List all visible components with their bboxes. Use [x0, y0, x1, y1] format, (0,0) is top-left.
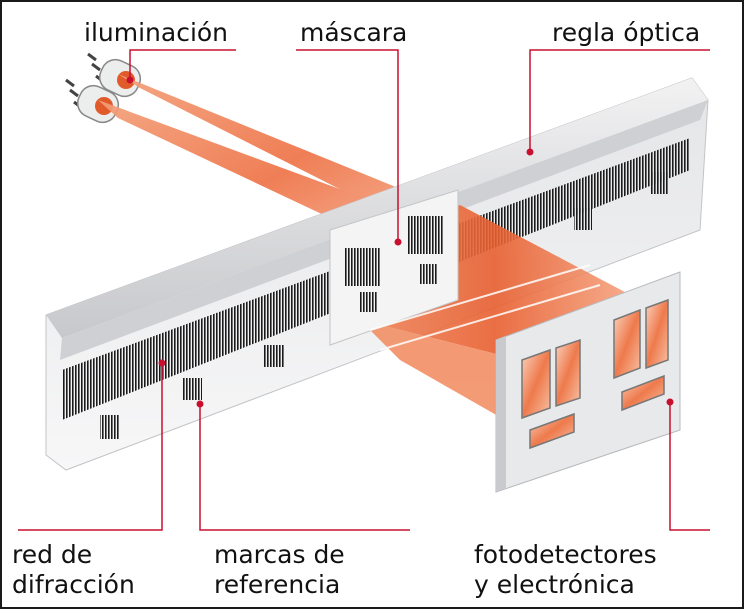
mask-reference-window [360, 292, 378, 312]
photodetector [645, 298, 669, 370]
label-detectors-line2: y electrónica [474, 570, 635, 599]
label-mask: máscara [300, 18, 408, 47]
mask-reference-window [420, 264, 438, 284]
leader-reference [199, 404, 410, 531]
label-detectors-line1: fotodetectores [474, 540, 657, 569]
photodetector [621, 374, 665, 412]
leader-mask [296, 49, 399, 242]
leader-dots [126, 76, 674, 408]
label-illumination: iluminación [84, 18, 229, 47]
photodetector [613, 308, 641, 380]
reference-mark [650, 172, 668, 194]
mask-grating [408, 216, 444, 254]
photodetector [529, 412, 575, 450]
mask-grating [345, 248, 381, 286]
photodetector [555, 338, 581, 408]
photodetector-board [495, 271, 681, 493]
reference-mark [574, 208, 592, 230]
leader-scale [529, 49, 710, 150]
label-optical-scale: regla óptica [552, 18, 701, 47]
label-grating-line1: red de [12, 540, 93, 569]
label-reference-line2: referencia [214, 570, 341, 599]
label-grating-line2: difracción [12, 570, 135, 599]
leader-lines [18, 49, 710, 531]
reference-mark [264, 345, 284, 367]
leader-grating [18, 365, 163, 531]
reference-mark [182, 378, 202, 400]
beam-highlights [369, 264, 601, 351]
label-reference-line1: marcas de [214, 540, 345, 569]
reference-mark [100, 415, 120, 439]
leader-illumination [129, 49, 236, 78]
mask [329, 189, 459, 346]
photodetector [521, 348, 551, 420]
lamp-icon [65, 78, 120, 124]
leader-detectors [669, 402, 710, 531]
